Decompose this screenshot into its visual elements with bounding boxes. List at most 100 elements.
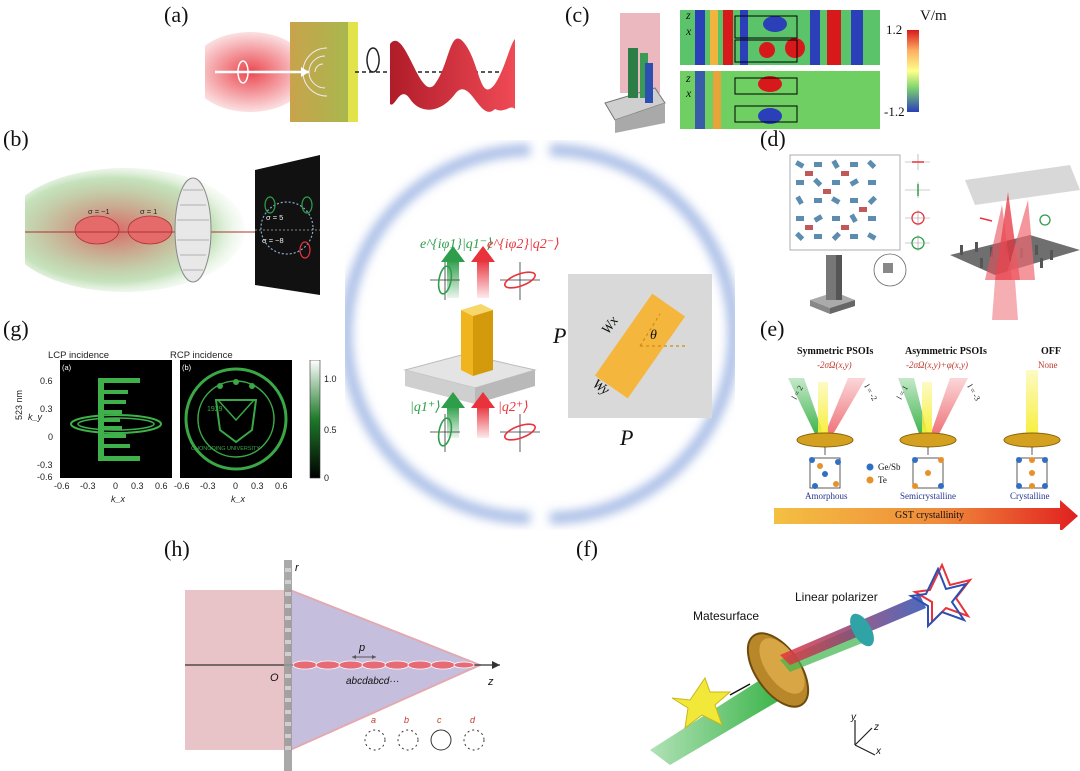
panel-label-g: (g) bbox=[3, 316, 29, 341]
field-map-bottom bbox=[680, 71, 880, 129]
panel-label-f: (f) bbox=[576, 536, 598, 561]
field-map-top bbox=[680, 10, 880, 65]
green-ellipse-icon bbox=[437, 265, 453, 295]
red-ellipse-icon bbox=[504, 271, 536, 289]
period-label-bottom: P bbox=[620, 425, 634, 450]
g-cbar-tick-1: 0.5 bbox=[324, 425, 337, 435]
g-ytick-3: -0.3 bbox=[37, 460, 53, 470]
g-xtick-r-1: -0.3 bbox=[200, 481, 216, 491]
panel-g-plots bbox=[60, 360, 321, 479]
e-col2-formula: -2σΩ(x,y)+φ(x,y) bbox=[906, 360, 968, 370]
focus-cone bbox=[290, 590, 480, 750]
g-xtick-r-0: -0.6 bbox=[174, 481, 190, 491]
red-output-arrow bbox=[477, 260, 489, 298]
g-sub-a: (a) bbox=[62, 363, 72, 372]
g-sub-b: (b) bbox=[182, 363, 192, 372]
metasurface-disk bbox=[174, 177, 212, 283]
gst-crystallinity-label: GST crystallinity bbox=[895, 510, 964, 521]
panel-label-c: (c) bbox=[565, 2, 590, 27]
green-input-arrow bbox=[447, 406, 459, 438]
panel-label-a: (a) bbox=[164, 2, 189, 27]
phase-amorphous: Amorphous bbox=[805, 491, 848, 501]
g-xtick-l-4: 0.6 bbox=[155, 481, 168, 491]
h-pol-c: c bbox=[437, 715, 442, 725]
h-origin: O bbox=[270, 672, 279, 684]
gst-disk-2 bbox=[899, 432, 957, 448]
gst-disk-1 bbox=[796, 432, 854, 448]
colorbar-unit: V/m bbox=[920, 8, 947, 24]
state-top-left: e^{iφ1}|q1⁻⟩ bbox=[420, 237, 493, 252]
f-axis-z: z bbox=[874, 722, 879, 733]
period-label-left: P bbox=[553, 323, 567, 348]
g-ylabel: 523 nm bbox=[14, 389, 24, 420]
rcp-emblem bbox=[184, 367, 288, 471]
state-bottom-right: |q2⁺⟩ bbox=[498, 400, 529, 415]
g-cbar-tick-0: 1.0 bbox=[324, 374, 337, 384]
state-bottom-left: |q1⁺⟩ bbox=[410, 400, 441, 415]
g-ytick-1: 0.3 bbox=[40, 404, 53, 414]
g-xtick-l-0: -0.6 bbox=[54, 481, 70, 491]
g-ytick-2: 0 bbox=[48, 432, 54, 442]
red-ellipse-icon bbox=[504, 423, 536, 441]
g-xlabel-right: k_x bbox=[231, 494, 246, 504]
g-xtick-l-2: 0 bbox=[113, 481, 119, 491]
gst-crystallinity-arrow bbox=[774, 500, 1078, 530]
g-xtick-r-3: 0.3 bbox=[251, 481, 264, 491]
axis-z-bottom: z bbox=[686, 71, 691, 85]
g-title-left: LCP incidence bbox=[48, 350, 110, 361]
sigma-8-label: σ = −8 bbox=[262, 236, 284, 245]
phase-crystalline: Crystalline bbox=[1010, 491, 1050, 501]
g-ytick-4: -0.6 bbox=[37, 472, 53, 482]
e-col1-formula: -2σΩ(x,y) bbox=[817, 360, 852, 370]
e-col3-title: OFF bbox=[1041, 346, 1061, 357]
input-beam bbox=[650, 680, 780, 765]
e-col1-title: Symmetric PSOIs bbox=[797, 346, 874, 357]
panel-label-e: (e) bbox=[760, 316, 785, 341]
focal-plane bbox=[965, 165, 1080, 205]
panel-label-h: (h) bbox=[164, 536, 190, 561]
metasurface-label: Matesurface bbox=[693, 609, 760, 623]
g-xtick-l-3: 0.3 bbox=[131, 481, 144, 491]
legend-gesb-dot bbox=[866, 463, 874, 471]
colorbar-min: -1.2 bbox=[884, 104, 905, 119]
g-ysub: k_y bbox=[28, 412, 43, 422]
green-ellipse-icon bbox=[437, 417, 453, 447]
star-output bbox=[911, 562, 973, 625]
g-ytick-0: 0.6 bbox=[40, 376, 53, 386]
legend-te-dot bbox=[866, 476, 874, 484]
h-pol-b: b bbox=[404, 715, 410, 725]
panel-c-fields bbox=[604, 10, 919, 133]
colorbar bbox=[907, 30, 919, 112]
g-cbar-tick-2: 0 bbox=[324, 473, 330, 483]
incident-region bbox=[185, 590, 290, 750]
focal-chain bbox=[292, 660, 475, 670]
panel-h-illustration bbox=[185, 560, 500, 771]
h-axis-z: z bbox=[488, 676, 494, 688]
sigma-neg-label: σ = −1 bbox=[88, 207, 110, 216]
g-xlabel-left: k_x bbox=[111, 494, 126, 504]
legend-te-label: Te bbox=[878, 475, 887, 485]
panel-label-d: (d) bbox=[760, 126, 786, 151]
h-pol-d: d bbox=[470, 715, 476, 725]
e-col3-formula: None bbox=[1038, 360, 1058, 370]
h-period: p bbox=[359, 642, 366, 654]
detection-screen bbox=[255, 155, 320, 295]
ring-left-arc bbox=[345, 144, 531, 524]
colorbar-max: 1.2 bbox=[886, 22, 903, 37]
panel-d-illustration bbox=[789, 154, 1080, 320]
emblem-text: CHONGQING UNIVERSITY bbox=[191, 446, 261, 452]
axis-x-bottom: x bbox=[686, 86, 692, 100]
g-xtick-r-4: 0.6 bbox=[275, 481, 288, 491]
g-colorbar bbox=[309, 360, 321, 479]
panel-e-illustration bbox=[774, 370, 1078, 530]
array-top-view bbox=[789, 154, 901, 251]
f-axis-y: y bbox=[851, 712, 856, 723]
panel-b-illustration bbox=[25, 155, 320, 295]
panel-f-illustration bbox=[650, 562, 973, 765]
axis-x-top: x bbox=[686, 24, 692, 38]
gst-disk-3 bbox=[1003, 432, 1061, 448]
unit-cell-top-view bbox=[568, 274, 712, 418]
lcp-pattern bbox=[98, 378, 140, 461]
ring-right-arc bbox=[549, 144, 735, 524]
